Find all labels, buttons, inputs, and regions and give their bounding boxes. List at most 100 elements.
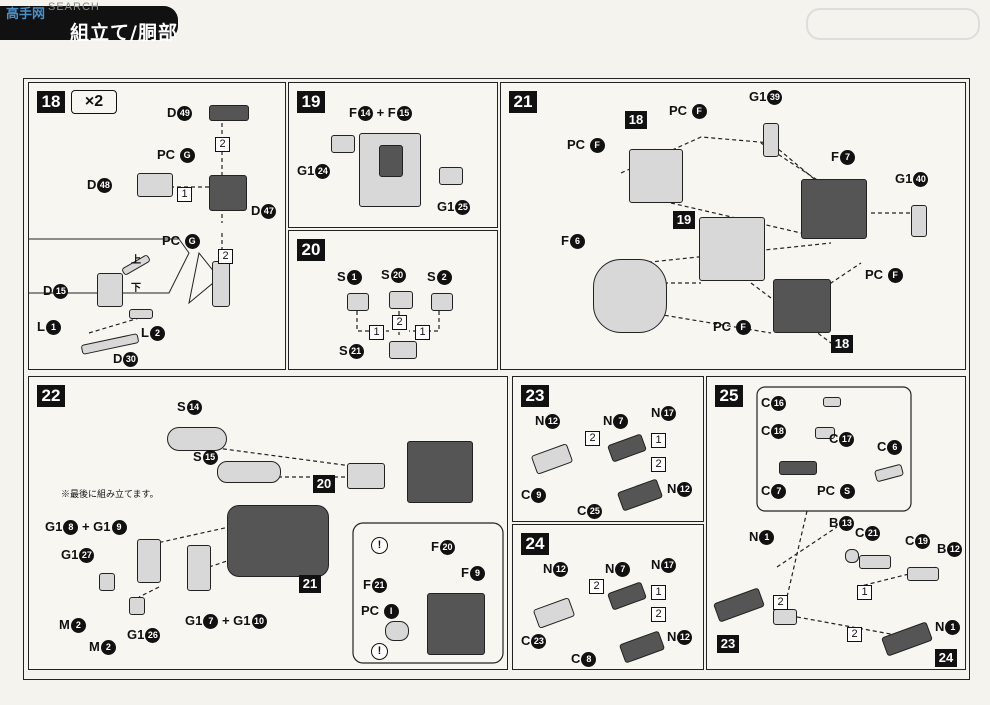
part-f7 — [801, 179, 867, 239]
part-n7 — [607, 433, 647, 463]
step-box: 1 — [651, 585, 666, 600]
part-c7 — [779, 461, 817, 475]
step-box: 1 — [177, 187, 192, 202]
label-ref-21: 21 — [299, 575, 321, 593]
instruction-sheet — [23, 78, 970, 680]
part-c9 — [530, 443, 574, 475]
step-box: 2 — [651, 607, 666, 622]
label-pc-g: PC G — [157, 147, 195, 164]
step-box: 2 — [847, 627, 862, 642]
step-box: 2 — [589, 579, 604, 594]
step-number: 23 — [521, 385, 549, 407]
part-g17-g110 — [187, 545, 211, 591]
part-g125 — [439, 167, 463, 185]
part-s1 — [347, 293, 369, 311]
part-g18-g19 — [137, 539, 161, 583]
part-d47 — [209, 175, 247, 211]
step-box: 2 — [215, 137, 230, 152]
label-pc-f-left: PC F — [567, 137, 605, 154]
note-assemble-last: ※最後に組み立てます。 — [61, 489, 159, 499]
step-box: 1 — [369, 325, 384, 340]
part-s15 — [217, 461, 281, 483]
part-d48 — [137, 173, 173, 197]
header-faded-tab — [806, 8, 980, 40]
page-header: 組立て/胴部 高手网 SEARCH — [0, 0, 990, 50]
label-down: 下 — [131, 283, 141, 294]
watermark-search: SEARCH — [48, 1, 100, 13]
part-c18 — [815, 427, 835, 439]
part-l2 — [129, 309, 153, 319]
watermark-logo: 高手网 — [6, 6, 46, 21]
part-c8 — [618, 630, 666, 664]
part-f9 — [427, 593, 485, 655]
part-s20 — [389, 291, 413, 309]
part-g139 — [763, 123, 779, 157]
step-number: 20 — [297, 239, 325, 261]
part-g127 — [99, 573, 115, 591]
multiplier-badge: ×2 — [71, 90, 117, 114]
step-box: 2 — [651, 457, 666, 472]
part-f6 — [593, 259, 667, 333]
step-box: 2 — [218, 249, 233, 264]
label-pc-s: PC S — [817, 483, 855, 500]
label-ref-19: 19 — [673, 211, 695, 229]
step-box: 1 — [651, 433, 666, 448]
label-pc-g-2: PC G — [162, 233, 200, 250]
part-s14 — [167, 427, 227, 451]
part-19-ref — [699, 217, 765, 281]
label-ref-18-b: 18 — [831, 335, 853, 353]
part-c16 — [823, 397, 841, 407]
part-c21 — [859, 555, 891, 569]
part-f9-frame — [407, 441, 473, 503]
part-pc-i — [385, 621, 409, 641]
part-pc-stack — [212, 261, 230, 307]
label-ref-24: 24 — [935, 649, 957, 667]
label-pc-f-bottom: PC F — [713, 319, 751, 336]
label-up: 上 — [131, 255, 141, 266]
part-n7 — [607, 581, 647, 611]
label-ref-18: 18 — [625, 111, 647, 129]
step-box: 2 — [773, 595, 788, 610]
part-d15 — [97, 273, 123, 307]
warning-icon: ! — [371, 537, 388, 554]
part-f-core — [379, 145, 403, 177]
part-d49 — [209, 105, 249, 121]
